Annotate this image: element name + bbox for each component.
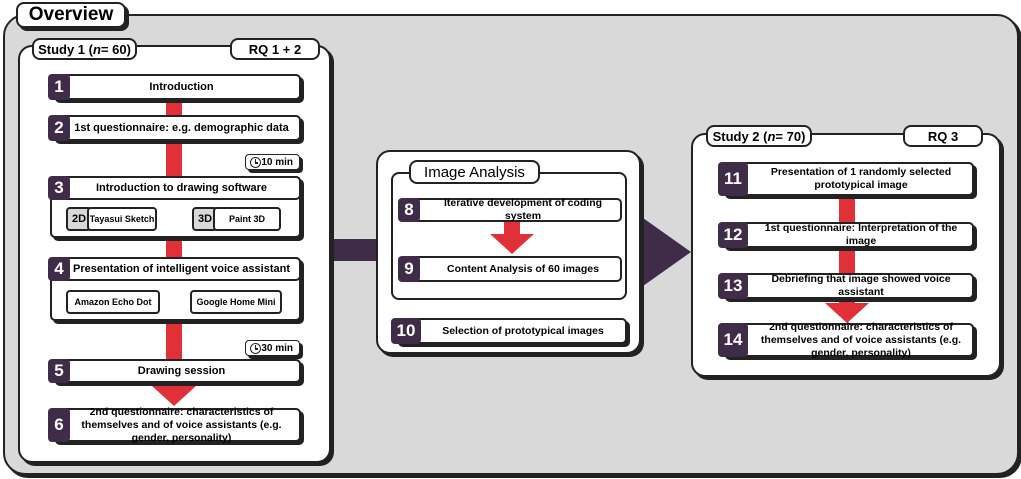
duration-30-label: 30 min [261,342,293,354]
software-tayasui-sketch: Tayasui Sketch [87,207,157,231]
step-2-label: 1st questionnaire: e.g. demographic data [74,121,289,134]
step-12-number: 12 [718,222,748,248]
step-11-label: Presentation of 1 randomly selected prot… [770,166,952,191]
step-13-label: Debriefing that image showed voice assis… [771,273,951,298]
step-8-box: Iterative development of coding system [402,197,622,222]
step-10-number: 10 [391,318,421,344]
study1-title: Study 1 (n = 60) [32,38,137,60]
step-6-label: 2nd questionnaire: characteristics of th… [81,405,282,444]
step-1-number: 1 [48,74,70,100]
step-14-number: 14 [718,323,748,357]
study2-n: n [767,128,776,144]
clock-icon [250,157,261,168]
study1-rq: RQ 1 + 2 [230,38,320,60]
step-1-box: Introduction [52,74,301,100]
analysis-arrowhead [490,234,534,254]
study1-title-suffix: = 60) [100,41,131,57]
step-12-label: 1st questionnaire: Interpretation of the… [764,222,958,247]
step-13-box: Debriefing that image showed voice assis… [722,273,974,299]
flow-arrow-1 [325,239,380,261]
step-14-box: 2nd questionnaire: characteristics of th… [722,320,974,359]
step-2-number: 2 [48,115,70,141]
step-4-label: Presentation of intelligent voice assist… [73,262,290,275]
study2-rq: RQ 3 [903,125,983,147]
step-4-box: Presentation of intelligent voice assist… [52,257,301,281]
step-13-number: 13 [718,273,748,299]
study2-title-suffix: = 70) [775,128,806,144]
study2-title-prefix: Study 2 ( [712,128,768,144]
step-3-label: Introduction to drawing software [95,181,268,194]
study2-title: Study 2 (n = 70) [706,125,812,147]
clock-icon [250,343,261,354]
step-9-label: Content Analysis of 60 images [447,262,599,275]
device-google-home-mini: Google Home Mini [190,290,282,314]
study1-arrowhead [152,386,196,406]
step-6-box: 2nd questionnaire: characteristics of th… [52,405,301,444]
overview-label: Overview [16,2,126,28]
study2-arrowhead [825,303,869,323]
step-2-box: 1st questionnaire: e.g. demographic data [52,115,301,141]
step-8-label: Iterative development of coding system [443,197,603,222]
step-4-number: 4 [48,257,70,281]
step-11-number: 11 [718,162,748,196]
step-14-label: 2nd questionnaire: characteristics of th… [760,320,962,359]
analysis-title: Image Analysis [409,160,540,184]
step-10-label: Selection of prototypical images [442,324,604,337]
step-5-label: Drawing session [137,364,226,377]
step-8-number: 8 [398,198,420,222]
step-9-box: Content Analysis of 60 images [402,256,622,282]
duration-10-min: 10 min [245,154,300,170]
step-10-box: Selection of prototypical images [395,318,627,344]
duration-10-label: 10 min [261,156,293,168]
step-12-box: 1st questionnaire: Interpretation of the… [722,222,974,248]
device-amazon-echo-dot: Amazon Echo Dot [66,290,160,314]
study1-title-prefix: Study 1 ( [38,41,93,57]
step-6-number: 6 [48,408,70,442]
step-3-number: 3 [48,176,70,200]
step-9-number: 9 [398,256,420,282]
software-paint-3d: Paint 3D [213,207,281,231]
step-5-box: Drawing session [52,359,301,383]
duration-30-min: 30 min [245,340,300,356]
step-1-label: Introduction [149,80,214,93]
step-5-number: 5 [48,359,70,383]
study1-n: n [92,41,101,57]
step-3-box: Introduction to drawing software [52,176,301,200]
step-11-box: Presentation of 1 randomly selected prot… [722,162,974,196]
